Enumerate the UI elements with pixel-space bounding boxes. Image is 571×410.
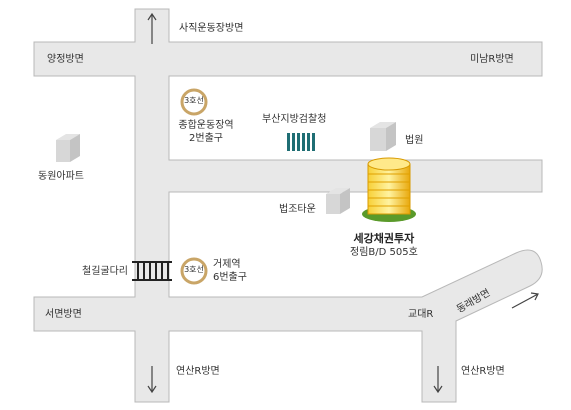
arrow-north-icon (147, 12, 157, 44)
station-ring-icon (180, 257, 208, 285)
direction-arrows (147, 12, 539, 394)
station-ring-icon (180, 88, 208, 116)
prosecution-office-icon (287, 133, 315, 151)
road-network (33, 8, 543, 403)
target-building-icon (362, 157, 416, 222)
label-court: 법원 (405, 135, 424, 146)
label-north: 사직운동장방면 (179, 23, 244, 34)
court-building-icon (370, 122, 396, 151)
arrow-south-right-icon (433, 366, 443, 394)
label-bridge: 철길굴다리 (82, 266, 128, 277)
station-2-name: 거제역 (213, 259, 241, 270)
arrow-east-diag-icon (511, 292, 539, 309)
label-southwest: 서면방면 (45, 309, 82, 320)
station-1-exit: 2번출구 (189, 133, 223, 144)
roads (33, 8, 543, 403)
label-east: 미남R방면 (470, 54, 514, 65)
station-1-name: 종합운동장역 (178, 120, 234, 131)
label-apartment: 동원아파트 (38, 171, 84, 182)
label-law-town: 법조타운 (279, 204, 316, 215)
label-south-right: 연산R방면 (461, 366, 505, 377)
target-name: 세강채권투자 (353, 232, 415, 245)
label-junction: 교대R (408, 309, 434, 320)
station-2-exit: 6번출구 (213, 272, 247, 283)
label-west: 양정방면 (47, 54, 84, 65)
label-prosecution: 부산지방검찰청 (262, 114, 327, 125)
target-address: 정림B/D 505호 (350, 247, 418, 259)
arrow-south-left-icon (147, 366, 157, 394)
railway-bridge-icon (132, 261, 172, 281)
station-2-line: 3호선 (184, 265, 204, 274)
law-town-building-icon (326, 188, 350, 214)
target-label: 세강채권투자 정림B/D 505호 (350, 232, 418, 259)
apartment-building-icon (56, 134, 80, 162)
station-1-line: 3호선 (184, 96, 204, 105)
label-south-left: 연산R방면 (176, 366, 220, 377)
